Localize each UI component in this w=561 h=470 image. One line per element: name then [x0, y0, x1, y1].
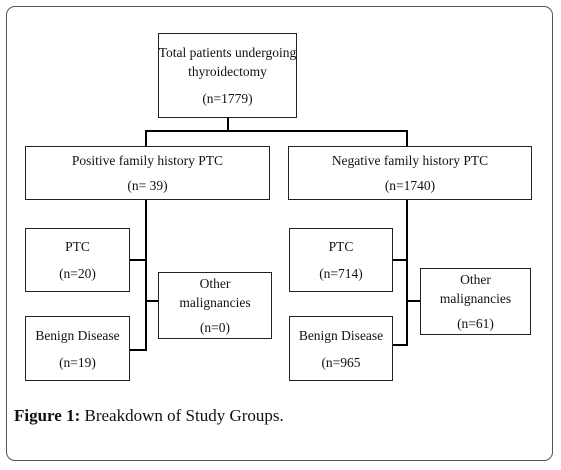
right-benign-box: Benign Disease (n=965 — [289, 316, 393, 381]
right-ptc-count: (n=714) — [319, 266, 363, 281]
connector-horizontal-top — [145, 130, 408, 132]
root-count: (n=1779) — [202, 91, 253, 106]
connector-left-other — [145, 300, 158, 302]
right-other-box: Other malignancies (n=61) — [420, 268, 531, 335]
left-other-count: (n=0) — [199, 320, 231, 335]
connector-right-down — [406, 130, 408, 146]
connector-right-other — [406, 300, 420, 302]
connector-left-benign — [130, 349, 147, 351]
connector-left-ptc — [130, 259, 147, 261]
figure-caption-label: Figure 1: — [14, 406, 81, 425]
root-box: Total patients undergoing thyroidectomy … — [158, 33, 297, 118]
negative-family-history-box: Negative family history PTC (n=1740) — [288, 146, 532, 200]
left-benign-count: (n=19) — [59, 354, 96, 370]
left-benign-label: Benign Disease — [35, 327, 120, 343]
left-ptc-label: PTC — [65, 239, 90, 254]
connector-left-down — [145, 130, 147, 146]
right-ptc-box: PTC (n=714) — [289, 228, 393, 292]
connector-right-ptc — [393, 259, 408, 261]
connector-right-trunk — [406, 200, 408, 346]
right-ptc-label: PTC — [328, 239, 354, 254]
positive-family-history-title: Positive family history PTC — [71, 153, 224, 168]
right-benign-label: Benign Disease — [298, 327, 384, 343]
right-other-label2: malignancies — [439, 291, 512, 306]
negative-family-history-title: Negative family history PTC — [331, 153, 489, 168]
left-ptc-box: PTC (n=20) — [25, 228, 130, 292]
right-benign-count: (n=965 — [321, 354, 361, 370]
figure-caption: Figure 1: Breakdown of Study Groups. — [14, 406, 284, 426]
left-other-label2: malignancies — [179, 295, 251, 310]
right-other-label: Other — [460, 272, 491, 287]
connector-left-trunk — [145, 200, 147, 350]
figure-frame — [6, 6, 553, 461]
connector-root-down — [227, 118, 229, 132]
connector-right-benign — [393, 344, 408, 346]
left-other-label: Other — [199, 276, 231, 291]
left-benign-box: Benign Disease (n=19) — [25, 316, 130, 381]
left-ptc-count: (n=20) — [59, 266, 96, 281]
left-other-box: Other malignancies (n=0) — [158, 272, 272, 339]
root-label-line1: Total patients undergoing — [158, 45, 297, 60]
right-other-count: (n=61) — [457, 316, 494, 331]
figure-caption-text: Breakdown of Study Groups. — [80, 406, 284, 425]
root-label-line2: thyroidectomy — [188, 64, 267, 79]
positive-family-history-box: Positive family history PTC (n= 39) — [25, 146, 270, 200]
positive-family-history-count: (n= 39) — [127, 178, 168, 193]
negative-family-history-count: (n=1740) — [384, 178, 436, 193]
